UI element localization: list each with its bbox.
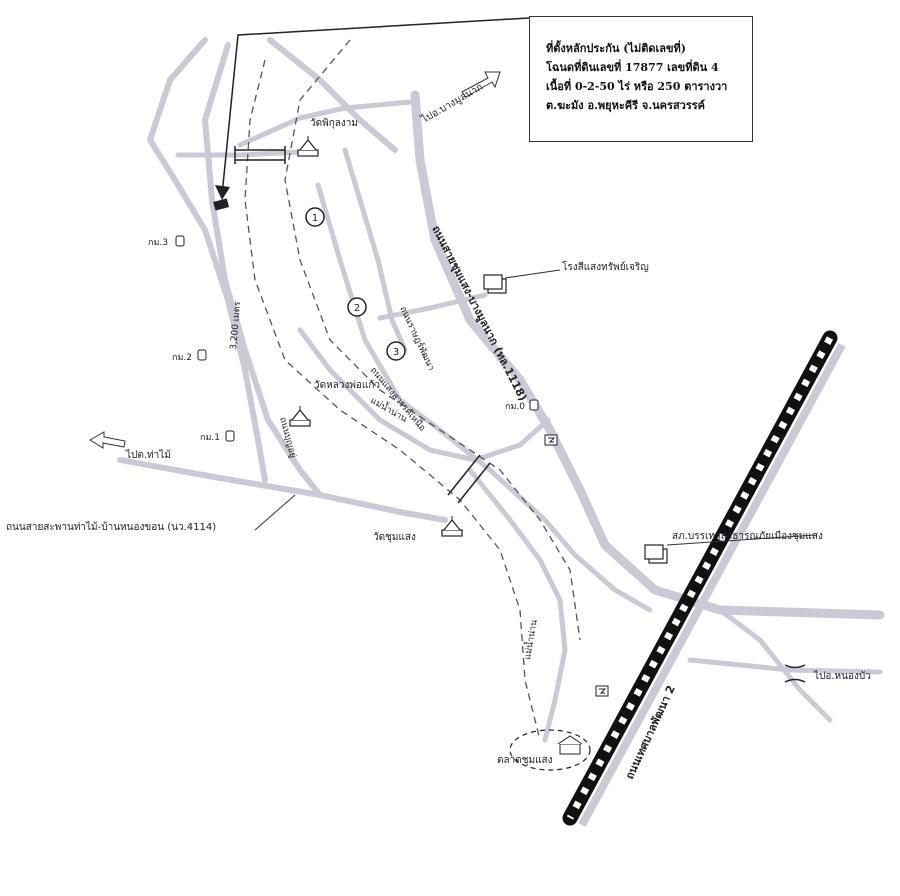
info-line: เนื้อที่ 0-2-50 ไร่ หรือ 250 ตารางวา (546, 80, 728, 93)
direction-arrows (89, 71, 501, 449)
temple-label: วัดพิกุลงาม (310, 118, 358, 129)
marker-number: 1 (312, 213, 318, 224)
info-line: โฉนดที่ดินเลขที่ 17877 เลขที่ดิน 4 (546, 61, 719, 74)
km-post-icon (225, 430, 235, 442)
river-nan (244, 39, 581, 741)
road-boonyu (202, 42, 323, 498)
leader-lines (254, 269, 816, 546)
police-icon (644, 544, 668, 564)
bridge-nong-bua (784, 664, 806, 683)
info-line: ต.ฆะมัง อ.พยุหะคีรี จ.นครสวรรค์ (546, 99, 706, 112)
bridge-middle (447, 454, 491, 504)
road-east-lower (717, 607, 833, 723)
factory-label: โรงสีแสงทรัพย์เจริญ (562, 260, 649, 273)
flag-icon (544, 434, 558, 446)
market-label: ตลาดชุมแสง (497, 755, 553, 766)
building-icons (483, 274, 668, 771)
road-nong-bua (687, 657, 883, 675)
market-icon (509, 729, 591, 771)
main-road-label: ถนนสายชุมแสง-บางมูลนาก (ทล.1118) (428, 223, 529, 403)
info-line: ที่ตั้งหลักประกัน (ไม่ติดเลขที่) (546, 42, 686, 55)
distance-label: 3,200 เมตร (229, 301, 243, 350)
river-label: แม่น้ำน่าน (520, 619, 540, 661)
km-label: กม.1 (200, 433, 220, 443)
road-upper-center (267, 37, 398, 153)
bridges (234, 146, 806, 683)
km-label: กม.3 (148, 238, 168, 248)
arrow-tha-mai (89, 431, 126, 449)
temple-label: วัดหลวงพ่อแก้ว (314, 379, 380, 391)
road-bang-mun-nak (410, 90, 885, 620)
pointer-arrow (215, 17, 530, 200)
km-post-icon (175, 235, 185, 247)
flag-icon (595, 685, 609, 697)
road-tha-mai (117, 457, 448, 523)
temple-label: วัดชุมแสง (373, 532, 416, 543)
direction-label: ไปอ.หนองบัว (813, 670, 871, 682)
km-post-icon (529, 399, 539, 411)
bridge-top (234, 146, 286, 164)
road-top-cross (175, 149, 303, 158)
road-south-market (467, 467, 568, 743)
road-inner (315, 182, 653, 613)
temple-icon (297, 136, 319, 157)
arrow-bang-mun-nak (461, 71, 501, 98)
road-nakhon-north (297, 327, 551, 463)
railway (562, 330, 846, 827)
km-post-icons (175, 235, 539, 442)
river-bank-east (284, 39, 581, 641)
road-label: ถนนราษฎร์พัฒนา (397, 304, 437, 372)
temple-icon (289, 406, 311, 427)
road-factory-link (377, 292, 488, 321)
road-top-link (237, 99, 413, 148)
road-kitcha (342, 147, 408, 353)
marker-number: 2 (354, 303, 360, 314)
collateral-info-box: ที่ตั้งหลักประกัน (ไม่ติดเลขที่) โฉนดที่… (529, 16, 753, 142)
direction-label: ไปอ.บางมูลนาก (419, 81, 485, 126)
temple-icon (441, 516, 463, 537)
collateral-marker (213, 198, 230, 211)
roads (117, 37, 885, 743)
km-label: กม.2 (172, 353, 192, 363)
marker-number: 3 (393, 347, 399, 358)
numbered-markers: 1 2 3 (305, 207, 406, 361)
km-label: กม.0 (505, 402, 525, 412)
factory-icon (483, 274, 507, 294)
km-post-icon (197, 349, 207, 361)
direction-label: ไปต.ท่าไม้ (125, 449, 171, 461)
police-label: สภ.บรรเทาสาธารณภัยเมืองชุมแสง (672, 530, 823, 542)
road-far-west (147, 37, 268, 483)
temple-icons (289, 136, 463, 537)
road-label: ถนนสายสะพานท่าไม้-บ้านหนองขอน (นว.4114) (6, 521, 216, 533)
